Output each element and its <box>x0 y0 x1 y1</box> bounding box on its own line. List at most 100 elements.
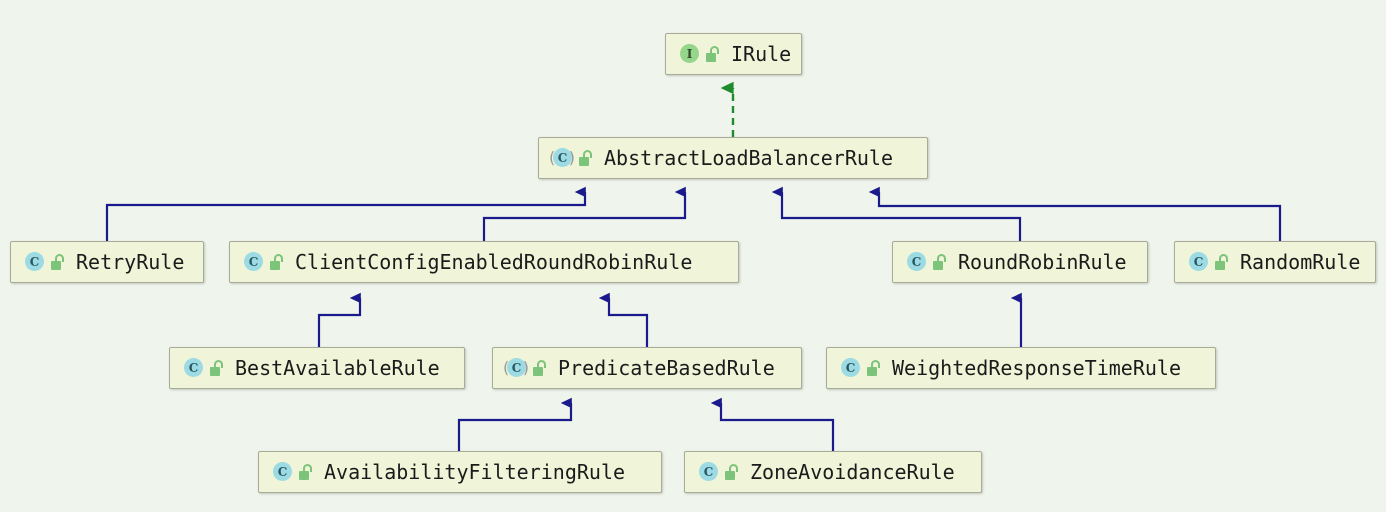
abstract-class-icon: (C) <box>549 145 575 171</box>
class-node-roundrobin[interactable]: (C) RoundRobinRule <box>892 241 1148 283</box>
node-icon-group: (I) <box>676 41 725 67</box>
stereotype-glyph: C <box>907 252 926 271</box>
padlock-body <box>533 367 543 376</box>
edge-bestavailable-to-clientconfig <box>317 292 362 347</box>
padlock-shackle <box>1219 254 1228 262</box>
class-icon: (C) <box>240 249 266 275</box>
stereotype-glyph: C <box>244 252 263 271</box>
unlocked-padlock-icon <box>705 45 721 63</box>
class-node-zoneavoidance[interactable]: (C) ZoneAvoidanceRule <box>684 451 982 493</box>
stereotype-glyph: C <box>273 462 292 481</box>
padlock-shackle <box>937 254 946 262</box>
class-icon: (C) <box>269 459 295 485</box>
unlocked-padlock-icon <box>932 253 948 271</box>
padlock-shackle <box>710 46 719 54</box>
edge-random-to-abstractlb <box>868 186 1282 241</box>
padlock-shackle <box>274 254 283 262</box>
padlock-body <box>270 261 280 270</box>
padlock-body <box>933 261 943 270</box>
class-node-label: RetryRule <box>76 250 185 274</box>
node-icon-group: (C) <box>240 249 289 275</box>
stereotype-glyph: C <box>841 358 860 377</box>
node-icon-group: (C) <box>837 355 886 381</box>
class-node-label: BestAvailableRule <box>235 356 440 380</box>
unlocked-padlock-icon <box>209 359 225 377</box>
node-icon-group: (C) <box>695 459 744 485</box>
class-icon: (C) <box>1185 249 1211 275</box>
node-icon-group: (C) <box>269 459 318 485</box>
unlocked-padlock-icon <box>269 253 285 271</box>
class-node-retry[interactable]: (C) RetryRule <box>10 241 204 283</box>
padlock-shackle <box>214 360 223 368</box>
class-icon: (C) <box>903 249 929 275</box>
class-icon: (C) <box>180 355 206 381</box>
stereotype-glyph: C <box>1189 252 1208 271</box>
class-icon: (C) <box>837 355 863 381</box>
class-node-label: AvailabilityFilteringRule <box>324 460 626 484</box>
abstract-paren-left: ( <box>503 358 509 377</box>
padlock-shackle <box>55 254 64 262</box>
node-icon-group: (C) <box>21 249 70 275</box>
class-node-label: RandomRule <box>1240 250 1361 274</box>
class-node-weightedresponse[interactable]: (C) WeightedResponseTimeRule <box>826 347 1216 389</box>
padlock-shackle <box>537 360 546 368</box>
unlocked-padlock-icon <box>724 463 740 481</box>
class-node-label: IRule <box>731 42 792 66</box>
abstract-paren-left: ( <box>549 148 555 167</box>
stereotype-glyph: C <box>553 148 572 167</box>
edge-roundrobin-to-abstractlb <box>771 186 1022 241</box>
abstract-paren-right: ) <box>568 148 575 167</box>
stereotype-glyph: C <box>507 358 526 377</box>
node-icon-group: (C) <box>903 249 952 275</box>
padlock-shackle <box>303 464 312 472</box>
unlocked-padlock-icon <box>866 359 882 377</box>
class-node-label: ZoneAvoidanceRule <box>750 460 955 484</box>
abstract-class-icon: (C) <box>503 355 529 381</box>
unlocked-padlock-icon <box>298 463 314 481</box>
padlock-shackle <box>729 464 738 472</box>
padlock-body <box>210 367 220 376</box>
class-node-label: WeightedResponseTimeRule <box>892 356 1181 380</box>
class-node-bestavailable[interactable]: (C) BestAvailableRule <box>169 347 465 389</box>
padlock-shackle <box>871 360 880 368</box>
class-icon: (C) <box>21 249 47 275</box>
padlock-body <box>725 471 735 480</box>
padlock-body <box>706 53 716 62</box>
abstract-paren-right: ) <box>522 358 529 377</box>
edge-predicatebased-to-clientconfig <box>598 292 649 347</box>
unlocked-padlock-icon <box>578 149 594 167</box>
class-node-label: AbstractLoadBalancerRule <box>604 146 893 170</box>
node-icon-group: (C) <box>1185 249 1234 275</box>
edge-retry-to-abstractlb <box>105 186 587 241</box>
class-node-availabilityfilt[interactable]: (C) AvailabilityFilteringRule <box>258 451 662 493</box>
unlocked-padlock-icon <box>50 253 66 271</box>
stereotype-glyph: C <box>699 462 718 481</box>
class-node-abstractlb[interactable]: (C) AbstractLoadBalancerRule <box>538 137 928 179</box>
stereotype-glyph: I <box>680 44 699 63</box>
padlock-body <box>51 261 61 270</box>
edge-clientconfig-to-abstractlb <box>482 186 687 241</box>
node-icon-group: (C) <box>180 355 229 381</box>
stereotype-glyph: C <box>25 252 44 271</box>
padlock-body <box>1215 261 1225 270</box>
class-icon: (C) <box>695 459 721 485</box>
padlock-shackle <box>583 150 592 158</box>
class-node-clientconfig[interactable]: (C) ClientConfigEnabledRoundRobinRule <box>229 241 739 283</box>
class-node-label: PredicateBasedRule <box>558 356 775 380</box>
unlocked-padlock-icon <box>1214 253 1230 271</box>
class-node-label: ClientConfigEnabledRoundRobinRule <box>295 250 693 274</box>
node-icon-group: (C) <box>549 145 598 171</box>
class-node-irule[interactable]: (I) IRule <box>665 33 802 75</box>
unlocked-padlock-icon <box>532 359 548 377</box>
padlock-body <box>299 471 309 480</box>
stereotype-glyph: C <box>184 358 203 377</box>
edge-zoneavoidance-to-predicatebased <box>710 397 835 451</box>
padlock-body <box>579 157 589 166</box>
class-node-predicatebased[interactable]: (C) PredicateBasedRule <box>492 347 802 389</box>
padlock-body <box>867 367 877 376</box>
class-node-random[interactable]: (C) RandomRule <box>1174 241 1376 283</box>
interface-icon: (I) <box>676 41 702 67</box>
node-icon-group: (C) <box>503 355 552 381</box>
class-node-label: RoundRobinRule <box>958 250 1127 274</box>
